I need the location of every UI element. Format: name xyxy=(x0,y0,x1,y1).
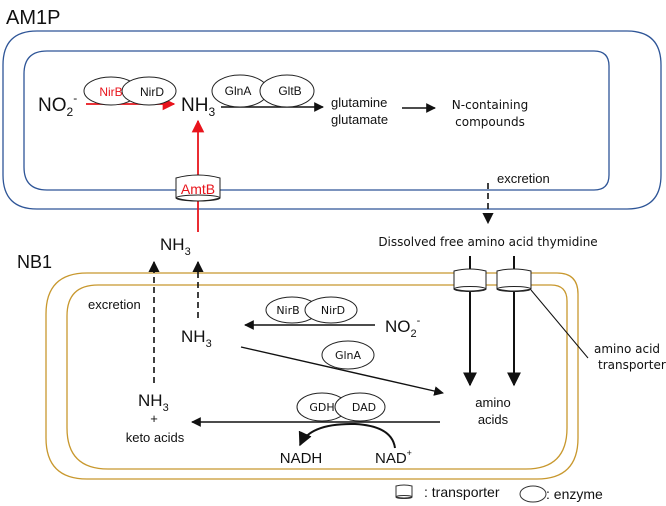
am1p-excretion-label: excretion xyxy=(497,171,550,186)
transporter-callout-line xyxy=(530,289,589,359)
nad-label: NAD+ xyxy=(375,448,412,467)
plus-sign: + xyxy=(150,411,158,426)
nb1-title: NB1 xyxy=(17,252,52,272)
amino-label: amino xyxy=(475,395,510,410)
enzyme-glna-nb1 xyxy=(321,340,375,370)
legend-enzyme-icon xyxy=(519,485,547,503)
nad-nadh-curve xyxy=(298,422,396,449)
dissolved-label: Dissolved free amino acid thymidine xyxy=(378,235,597,249)
transporter-aa-1 xyxy=(453,268,487,292)
nb1-ammonia-product: NH3 xyxy=(138,391,169,414)
enzyme-dad-nb1 xyxy=(334,392,386,422)
enzyme-nird-am1p-label: NirD xyxy=(140,85,164,99)
enzyme-gltb-am1p-label: GltB xyxy=(278,84,301,98)
legend-enzyme-label: : enzyme xyxy=(546,486,603,502)
am1p-ammonia: NH3 xyxy=(181,95,215,119)
nb1-outer-membrane xyxy=(45,272,579,480)
compounds-label: compounds xyxy=(455,115,525,129)
legend-transporter-label: : transporter xyxy=(424,484,500,500)
extracellular-ammonia: NH3 xyxy=(160,235,191,258)
keto-acids-label: keto acids xyxy=(126,430,185,445)
nb1-nitrite: NO2- xyxy=(385,315,421,340)
enzyme-gdh-nb1-label: GDH xyxy=(309,401,334,414)
transporter-amtb-label: AmtB xyxy=(181,181,215,197)
am1p-title: AM1P xyxy=(6,7,60,29)
nb1-excretion-label: excretion xyxy=(88,297,141,312)
enzyme-gltb-am1p xyxy=(259,74,315,108)
enzyme-nird-am1p xyxy=(121,76,177,106)
transporter-aa-2 xyxy=(496,268,532,292)
transporter-callout-label-2: transporter xyxy=(598,358,666,372)
nadh-label: NADH xyxy=(280,450,323,467)
legend-transporter-icon xyxy=(395,484,413,499)
n-containing-label: N-containing xyxy=(452,98,528,112)
transporter-callout-label-1: amino acid xyxy=(594,342,660,356)
am1p-nitrite: NO2- xyxy=(38,91,77,119)
nb1-inner-membrane xyxy=(66,284,568,470)
glutamate-label: glutamate xyxy=(331,112,388,127)
am1p-outer-membrane-path xyxy=(2,30,662,210)
enzyme-glna-am1p-label: GlnA xyxy=(225,84,252,98)
enzyme-nird-nb1-label: NirD xyxy=(321,304,345,317)
nb1-inner-ammonia: NH3 xyxy=(181,327,212,350)
enzyme-nird-nb1 xyxy=(304,296,358,324)
am1p-inner-membrane xyxy=(23,50,610,191)
glna-assimilation-arrow-nb1 xyxy=(240,346,444,396)
transporter-amtb xyxy=(175,174,221,202)
enzyme-dad-nb1-label: DAD xyxy=(352,401,376,414)
enzyme-nirb-am1p-label: NirB xyxy=(99,85,122,99)
acids-label: acids xyxy=(478,412,509,427)
glutamine-label: glutamine xyxy=(331,95,387,110)
enzyme-glna-nb1-label: GlnA xyxy=(335,349,362,362)
enzyme-nirb-nb1-label: NirB xyxy=(276,304,299,317)
